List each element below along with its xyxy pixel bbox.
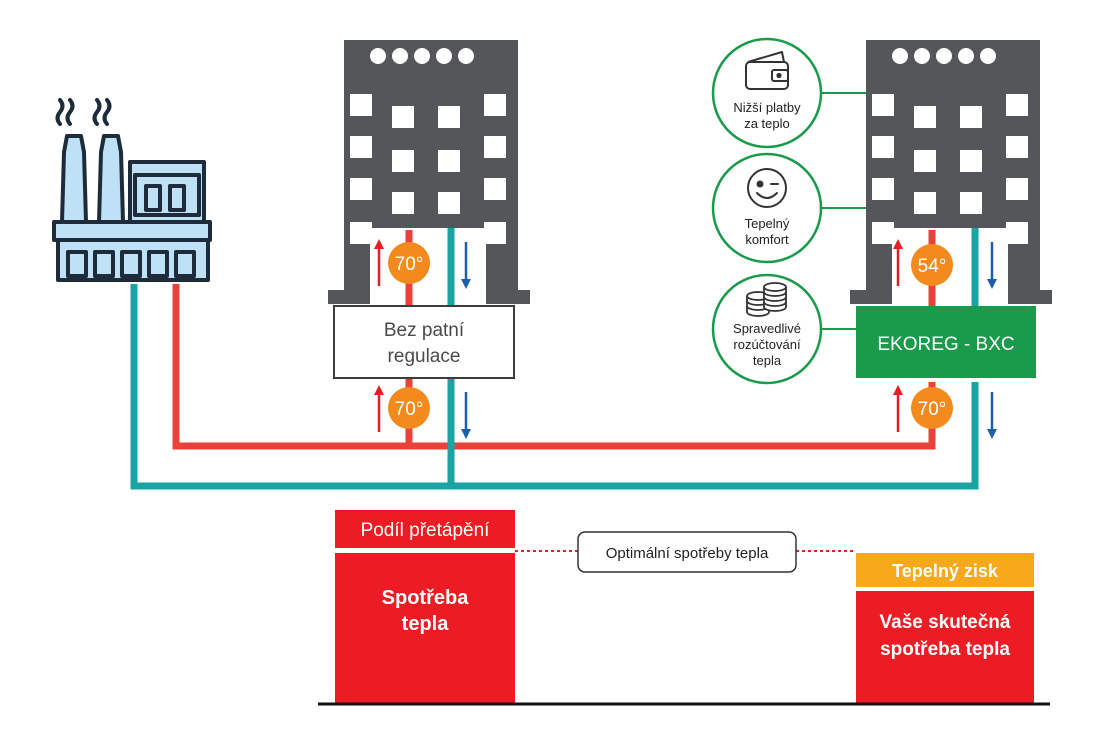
building-left [328, 40, 530, 304]
regulator-right-label: EKOREG - BXC [877, 334, 1014, 355]
building-right-roof-dots [892, 48, 996, 64]
temp-left-bottom: 70° [395, 399, 424, 420]
overheat-share-label: Podíl přetápění [361, 520, 491, 541]
benefit-3-line3: tepla [753, 353, 782, 368]
benefit-fair-billing: Spravedlivé rozúčtování tepla [711, 273, 823, 385]
temp-badges: 70° 70° 54° 70° [388, 242, 953, 429]
building-right [850, 40, 1052, 304]
overheat-share-block [335, 510, 515, 548]
temp-right-top: 54° [918, 256, 947, 277]
benefit-1-line2: za teplo [744, 116, 790, 131]
temp-left-top: 70° [395, 254, 424, 275]
building-left-windows [350, 94, 506, 244]
wallet-icon [745, 51, 789, 90]
smiley-icon [747, 168, 787, 208]
heat-gain-label: Tepelný zisk [892, 561, 999, 581]
temp-right-bottom: 70° [918, 399, 947, 420]
benefit-1-line1: Nižší platby [733, 100, 801, 115]
cold-pipe [130, 284, 979, 490]
regulator-left-line1: Bez patní [384, 320, 465, 341]
flow-arrows [374, 239, 997, 439]
actual-consumption-line2: spotřeba tepla [880, 639, 1010, 660]
actual-consumption-line1: Vaše skutečná [880, 612, 1011, 633]
consumption-line1: Spotřeba [382, 587, 470, 609]
pipes [130, 228, 979, 490]
benefit-thermal-comfort: Tepelný komfort [711, 152, 823, 264]
consumption-block [335, 553, 515, 703]
comparison: Podíl přetápění Spotřeba tepla Optimální… [318, 510, 1050, 706]
consumption-line2: tepla [402, 613, 450, 635]
benefit-3-line1: Spravedlivé [733, 321, 801, 336]
hot-pipe [172, 284, 936, 450]
regulator-left: Bez patní regulace [333, 305, 515, 379]
optimal-label: Optimální spotřeby tepla [606, 545, 769, 562]
benefit-2-line1: Tepelný [745, 216, 790, 231]
benefit-2-line2: komfort [745, 232, 789, 247]
optimal-label-box [577, 531, 797, 573]
actual-consumption-block [856, 591, 1034, 703]
benefit-connectors [822, 92, 866, 330]
regulator-left-line2: regulace [388, 346, 461, 367]
benefit-lower-payments: Nižší platby za teplo [711, 37, 823, 149]
heat-gain-block [856, 553, 1034, 587]
coins-icon [746, 282, 787, 317]
factory-icon [52, 98, 212, 282]
building-left-roof-dots [370, 48, 474, 64]
building-right-windows [872, 94, 1028, 244]
regulator-right: EKOREG - BXC [856, 306, 1036, 378]
benefit-3-line2: rozúčtování [733, 337, 801, 352]
